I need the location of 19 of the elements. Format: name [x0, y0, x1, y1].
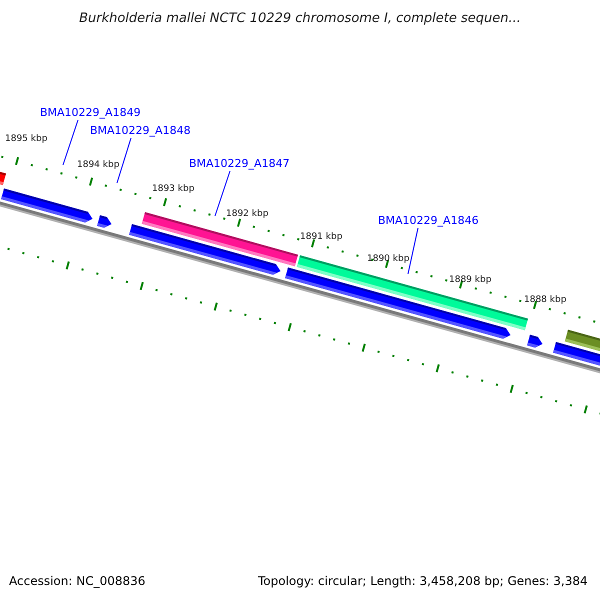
gene-label: BMA10229_A1846: [378, 214, 479, 228]
scale-label: 1893 kbp: [152, 184, 194, 196]
leader-line: [62, 120, 78, 166]
scale-label: 1895 kbp: [5, 134, 48, 146]
scale-label: 1894 kbp: [77, 160, 120, 172]
footer-text: Topology: circular; Length: 3,458,208 bp; Genes: 3,384: [258, 574, 588, 589]
scale-label: 1888 kbp: [524, 295, 566, 306]
leader-line: [214, 170, 230, 216]
leader-line: [116, 138, 132, 184]
scale-label: 1889 kbp: [449, 275, 492, 286]
gene-label: BMA10229_A1849: [40, 106, 141, 120]
scale-label: 1891 kbp: [300, 232, 342, 244]
footer-text: Accession: NC_008836: [9, 574, 146, 589]
gene-label: BMA10229_A1847: [189, 157, 290, 171]
map-title: Burkholderia mallei NCTC 10229 chromosome I, complete sequen...: [78, 10, 522, 28]
leader-line: [408, 228, 418, 274]
scale-label: 1890 kbp: [367, 254, 410, 266]
gene-label: BMA10229_A1848: [90, 124, 191, 138]
scale-label: 1892 kbp: [226, 209, 268, 220]
